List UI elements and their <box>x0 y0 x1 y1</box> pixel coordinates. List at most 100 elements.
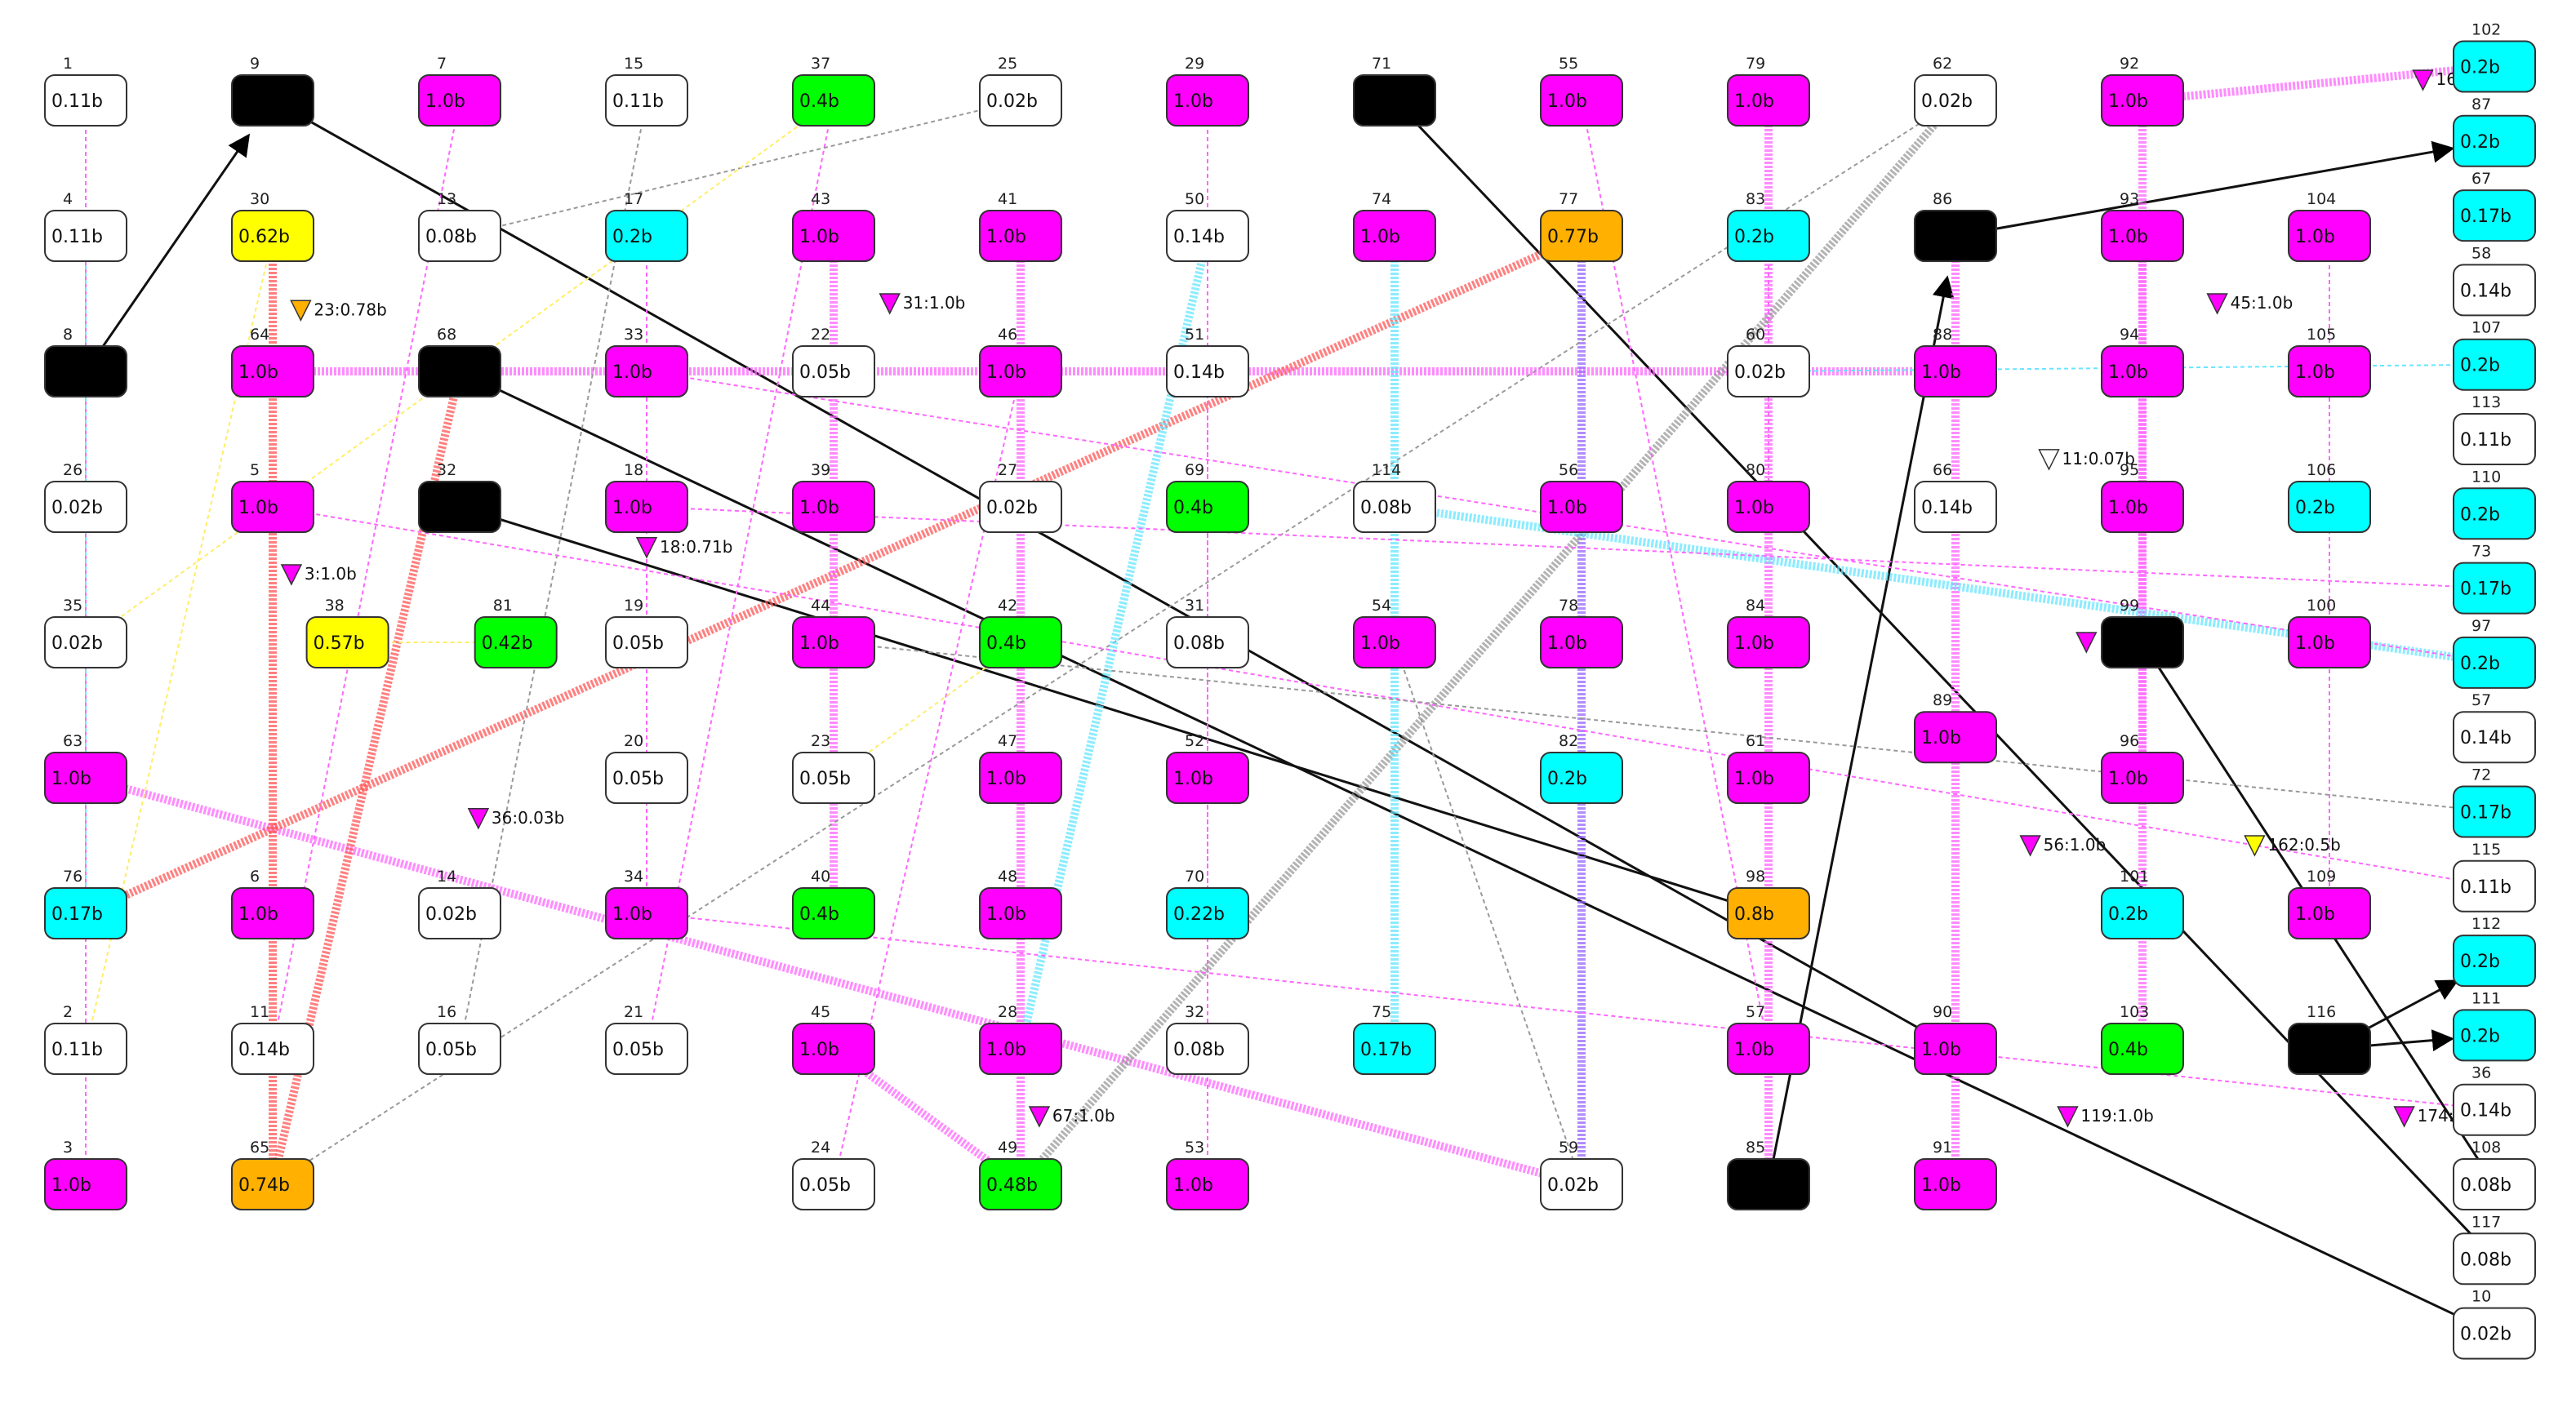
graph-node-41[interactable]: 411.0b <box>979 190 1062 262</box>
graph-node-54[interactable]: 541.0b <box>1353 597 1436 668</box>
node-box[interactable] <box>231 481 314 533</box>
node-box[interactable] <box>231 74 314 127</box>
node-box[interactable] <box>605 74 688 127</box>
node-box[interactable] <box>1727 1023 1810 1075</box>
node-box[interactable] <box>2288 1023 2371 1075</box>
graph-node-44[interactable]: 441.0b <box>792 597 875 668</box>
node-box[interactable] <box>792 1158 875 1210</box>
graph-node-75[interactable]: 750.17b <box>1353 1003 1436 1075</box>
graph-node-89[interactable]: 891.0b <box>1914 691 1997 764</box>
node-box[interactable] <box>44 1158 127 1210</box>
graph-node-90[interactable]: 901.0b <box>1914 1003 1997 1075</box>
node-box[interactable] <box>2288 345 2371 397</box>
node-box[interactable] <box>1166 345 1249 397</box>
node-box[interactable] <box>1166 74 1249 127</box>
node-box[interactable] <box>1914 74 1997 127</box>
graph-node-71[interactable]: 71 <box>1353 55 1436 127</box>
graph-node-66[interactable]: 660.14b <box>1914 461 1997 533</box>
graph-node-68[interactable]: 68 <box>418 326 501 397</box>
graph-node-13[interactable]: 130.08b <box>418 190 501 262</box>
graph-node-72[interactable]: 720.17b <box>2453 766 2536 838</box>
node-box[interactable] <box>605 345 688 397</box>
graph-node-40[interactable]: 400.4b <box>792 868 875 939</box>
node-box[interactable] <box>2101 752 2184 804</box>
node-box[interactable] <box>2453 264 2536 317</box>
graph-node-98[interactable]: 980.8b <box>1727 868 1810 939</box>
node-box[interactable] <box>792 481 875 533</box>
graph-node-83[interactable]: 830.2b <box>1727 190 1810 262</box>
node-box[interactable] <box>44 1023 127 1075</box>
graph-node-9[interactable]: 9 <box>231 55 314 127</box>
node-box[interactable] <box>44 887 127 939</box>
graph-node-56[interactable]: 561.0b <box>1540 461 1623 533</box>
node-box[interactable] <box>2453 1083 2536 1136</box>
node-box[interactable] <box>2288 481 2371 533</box>
graph-node-28[interactable]: 281.0b <box>979 1003 1062 1075</box>
node-box[interactable] <box>418 210 501 262</box>
graph-node-81[interactable]: 810.42b <box>474 597 558 668</box>
node-box[interactable] <box>1727 74 1810 127</box>
graph-node-16[interactable]: 160.05b <box>418 1003 501 1075</box>
node-box[interactable] <box>44 74 127 127</box>
node-box[interactable] <box>792 345 875 397</box>
node-box[interactable] <box>1727 210 1810 262</box>
node-box[interactable] <box>605 752 688 804</box>
node-box[interactable] <box>2453 338 2536 391</box>
graph-node-61[interactable]: 611.0b <box>1727 732 1810 804</box>
graph-node-95[interactable]: 951.0b <box>2101 461 2184 533</box>
node-box[interactable] <box>1353 1023 1436 1075</box>
graph-node-65[interactable]: 650.74b <box>231 1139 314 1210</box>
graph-node-19[interactable]: 190.05b <box>605 597 688 668</box>
node-box[interactable] <box>418 1023 501 1075</box>
graph-node-62[interactable]: 620.02b <box>1914 55 1997 127</box>
graph-node-3[interactable]: 31.0b <box>44 1139 127 1210</box>
node-box[interactable] <box>1166 210 1249 262</box>
graph-node-96[interactable]: 961.0b <box>2101 732 2184 804</box>
node-box[interactable] <box>1914 1023 1997 1075</box>
graph-node-67[interactable]: 670.17b <box>2453 170 2536 242</box>
graph-node-38[interactable]: 380.57b <box>305 597 389 668</box>
node-box[interactable] <box>792 1023 875 1075</box>
graph-node-87[interactable]: 870.2b <box>2453 95 2536 167</box>
graph-node-73[interactable]: 730.17b <box>2453 543 2536 615</box>
node-box[interactable] <box>979 210 1062 262</box>
graph-node-58[interactable]: 580.14b <box>2453 244 2536 317</box>
graph-node-69[interactable]: 690.4b <box>1166 461 1249 533</box>
graph-node-74[interactable]: 741.0b <box>1353 190 1436 262</box>
node-box[interactable] <box>2288 887 2371 939</box>
node-box[interactable] <box>979 1023 1062 1075</box>
graph-node-86[interactable]: 86 <box>1914 190 1997 262</box>
graph-node-32b[interactable]: 320.08b <box>1166 1003 1249 1075</box>
graph-node-18[interactable]: 181.0b <box>605 461 688 533</box>
graph-node-47[interactable]: 471.0b <box>979 732 1062 804</box>
node-box[interactable] <box>1727 345 1810 397</box>
node-box[interactable] <box>474 616 558 668</box>
node-box[interactable] <box>1914 1158 1997 1210</box>
node-box[interactable] <box>2453 785 2536 838</box>
graph-node-11[interactable]: 110.14b <box>231 1003 314 1075</box>
graph-node-36[interactable]: 360.14b <box>2453 1064 2536 1136</box>
graph-node-30[interactable]: 300.62b <box>231 190 314 262</box>
node-box[interactable] <box>2453 40 2536 93</box>
node-box[interactable] <box>1353 210 1436 262</box>
node-box[interactable] <box>1166 481 1249 533</box>
graph-node-17[interactable]: 170.2b <box>605 190 688 262</box>
node-box[interactable] <box>1540 1158 1623 1210</box>
graph-node-79[interactable]: 791.0b <box>1727 55 1810 127</box>
node-box[interactable] <box>605 481 688 533</box>
graph-node-32[interactable]: 32 <box>418 461 501 533</box>
node-box[interactable] <box>231 1023 314 1075</box>
node-box[interactable] <box>1166 616 1249 668</box>
node-box[interactable] <box>1914 210 1997 262</box>
node-box[interactable] <box>2453 1307 2536 1360</box>
node-box[interactable] <box>44 345 127 397</box>
graph-node-14[interactable]: 140.02b <box>418 868 501 939</box>
graph-node-31[interactable]: 310.08b <box>1166 597 1249 668</box>
